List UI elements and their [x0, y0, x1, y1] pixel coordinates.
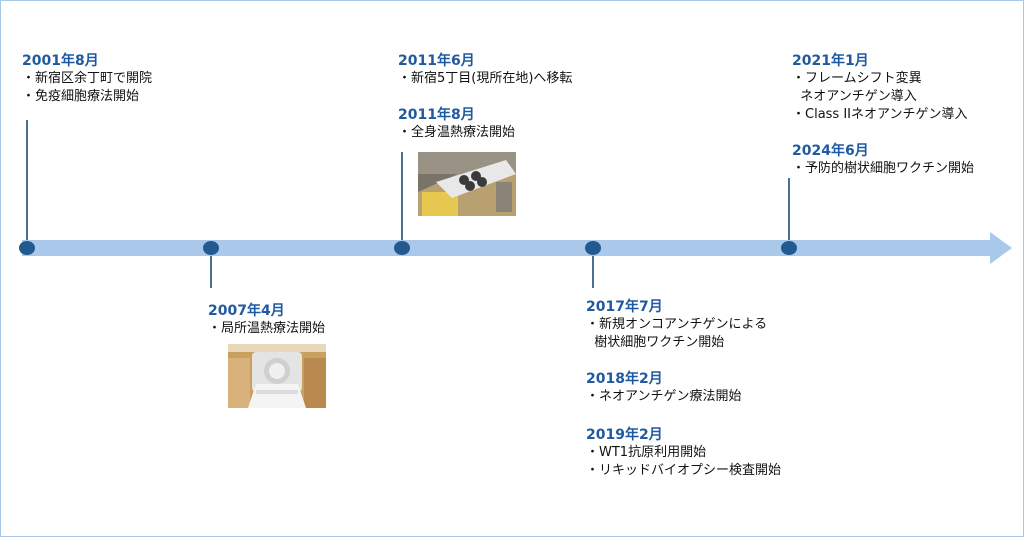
- event-item: ・新宿5丁目(現所在地)へ移転: [398, 71, 573, 86]
- event-date: 2019年2月: [586, 427, 663, 443]
- event-2019-02: 2019年2月 ・WT1抗原利用開始 ・リキッドバイオプシー検査開始: [586, 426, 781, 480]
- event-2018-02: 2018年2月 ・ネオアンチゲン療法開始: [586, 370, 741, 406]
- event-2001-08: 2001年8月 ・新宿区余丁町で開院 ・免疫細胞療法開始: [22, 52, 152, 106]
- connector-2001: [26, 120, 28, 240]
- event-2024-06: 2024年6月 ・予防的樹状細胞ワクチン開始: [792, 142, 974, 178]
- timeline-node-2007: [203, 241, 219, 255]
- connector-2017: [592, 256, 594, 288]
- connector-2007: [210, 256, 212, 288]
- event-2021-01: 2021年1月 ・フレームシフト変異 ネオアンチゲン導入 ・Class IIネオ…: [792, 52, 967, 124]
- event-2011-08: 2011年8月 ・全身温熱療法開始: [398, 106, 515, 142]
- event-item: ・リキッドバイオプシー検査開始: [586, 463, 782, 478]
- timeline-node-2011: [394, 241, 410, 255]
- event-item: ・局所温熱療法開始: [208, 321, 326, 336]
- event-item: ・新規オンコアンチゲンによる: [586, 317, 768, 332]
- timeline-axis: [22, 240, 992, 256]
- event-item: ・新宿区余丁町で開院: [22, 71, 153, 86]
- whole-body-hyperthermia-photo: [418, 152, 516, 216]
- timeline-node-2021: [781, 241, 797, 255]
- event-date: 2021年1月: [792, 53, 869, 69]
- event-item: ・WT1抗原利用開始: [586, 445, 707, 460]
- event-2011-06: 2011年6月 ・新宿5丁目(現所在地)へ移転: [398, 52, 572, 88]
- event-date: 2007年4月: [208, 303, 285, 319]
- event-date: 2011年6月: [398, 53, 475, 69]
- event-item: ・フレームシフト変異: [792, 71, 922, 86]
- event-date: 2017年7月: [586, 299, 663, 315]
- event-date: 2011年8月: [398, 107, 475, 123]
- event-date: 2001年8月: [22, 53, 99, 69]
- connector-2021: [788, 178, 790, 240]
- timeline-node-2017: [585, 241, 601, 255]
- timeline-arrowhead: [990, 232, 1012, 264]
- event-item: 樹状細胞ワクチン開始: [586, 335, 725, 350]
- timeline-node-2001: [19, 241, 35, 255]
- event-2007-04: 2007年4月 ・局所温熱療法開始: [208, 302, 325, 338]
- event-item: ・予防的樹状細胞ワクチン開始: [792, 161, 975, 176]
- event-date: 2018年2月: [586, 371, 663, 387]
- connector-2011: [401, 152, 403, 240]
- event-item: ・免疫細胞療法開始: [22, 89, 140, 104]
- event-item: ・Class IIネオアンチゲン導入: [792, 107, 968, 122]
- event-item: ネオアンチゲン導入: [792, 89, 917, 104]
- hyperthermia-room-photo: [228, 344, 326, 408]
- event-2017-07: 2017年7月 ・新規オンコアンチゲンによる 樹状細胞ワクチン開始: [586, 298, 767, 352]
- event-item: ・ネオアンチゲン療法開始: [586, 389, 742, 404]
- event-item: ・全身温熱療法開始: [398, 125, 516, 140]
- event-date: 2024年6月: [792, 143, 869, 159]
